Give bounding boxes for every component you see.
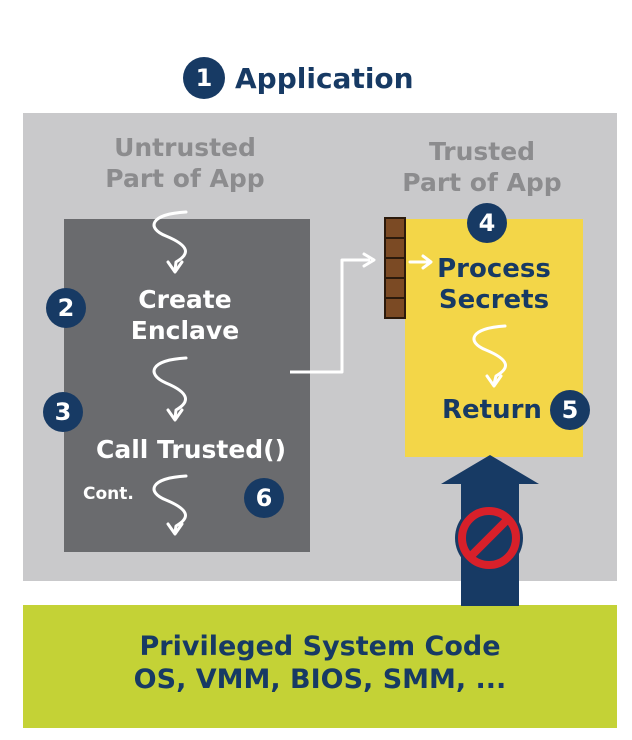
untrusted-heading-line2: Part of App <box>105 164 265 193</box>
step-2-badge: 2 <box>46 288 86 328</box>
call-trusted-label: Call Trusted() <box>96 435 287 464</box>
call-connector-arrow <box>290 252 376 374</box>
process-secrets-line1: Process <box>437 254 551 284</box>
process-secrets-line2: Secrets <box>438 285 550 315</box>
step-6-badge: 6 <box>244 478 284 518</box>
untrusted-heading: Untrusted Part of App <box>70 132 300 194</box>
flow-squiggle-3 <box>152 474 188 536</box>
privileged-system-band <box>23 605 617 728</box>
flow-squiggle-1 <box>152 210 188 274</box>
flow-squiggle-2 <box>152 356 188 422</box>
step-1-badge: 1 <box>183 57 225 99</box>
application-title: Application <box>235 61 414 95</box>
create-enclave-line2: Enclave <box>130 316 240 345</box>
privileged-line1: Privileged System Code <box>139 631 501 662</box>
create-enclave-line1: Create <box>138 285 232 314</box>
step-3-badge: 3 <box>43 392 83 432</box>
application-title-row: 1 Application <box>183 57 414 99</box>
enclave-gate <box>384 217 406 319</box>
untrusted-heading-line1: Untrusted <box>114 133 256 162</box>
create-enclave-label: Create Enclave <box>110 284 260 346</box>
process-secrets-label: Process Secrets <box>430 254 558 316</box>
privileged-system-text: Privileged System Code OS, VMM, BIOS, SM… <box>23 630 617 696</box>
prohibited-icon <box>455 504 523 572</box>
privileged-line2: OS, VMM, BIOS, SMM, ... <box>133 664 507 695</box>
trusted-heading-line2: Part of App <box>402 168 562 197</box>
step-5-badge: 5 <box>550 390 590 430</box>
trusted-heading: Trusted Part of App <box>367 136 597 198</box>
step-4-badge: 4 <box>467 203 507 243</box>
trusted-heading-line1: Trusted <box>428 137 536 166</box>
return-label: Return <box>442 395 542 425</box>
flow-squiggle-trusted <box>472 324 507 388</box>
continue-label: Cont. <box>83 484 134 504</box>
enclave-entry-arrow <box>408 254 433 270</box>
